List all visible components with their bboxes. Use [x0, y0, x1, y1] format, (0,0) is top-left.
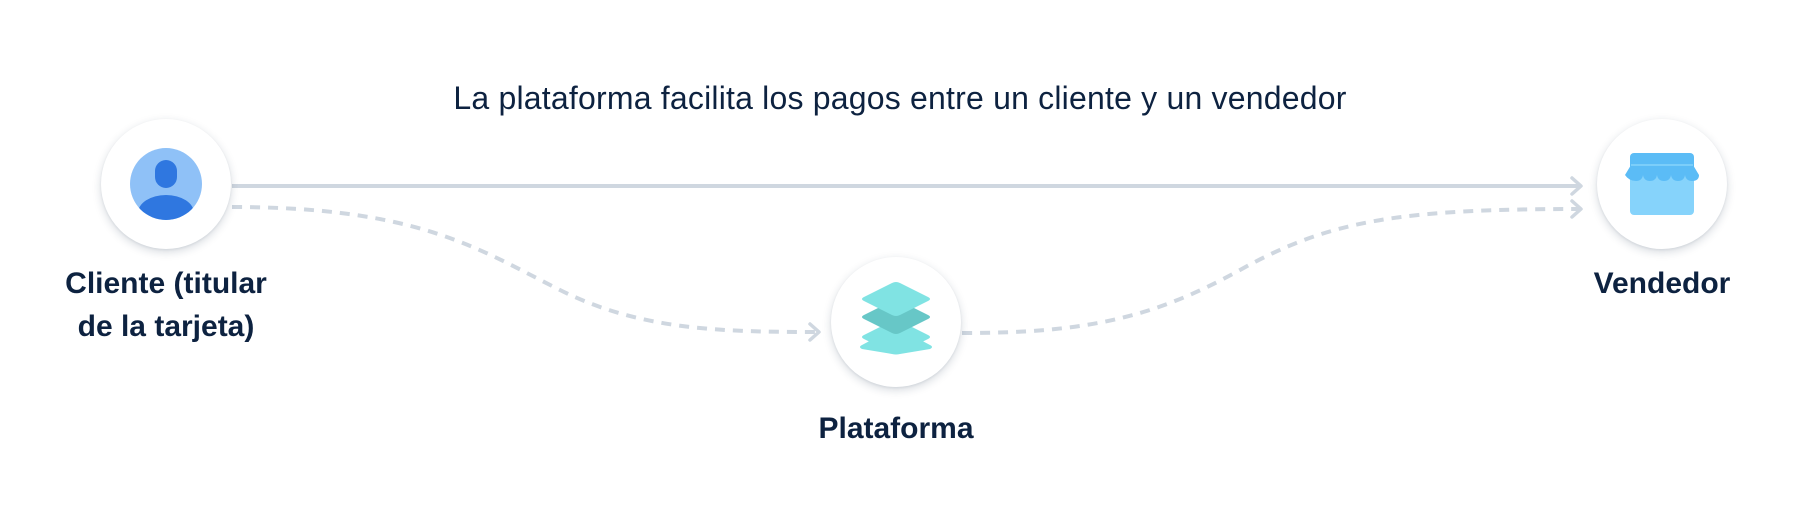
diagram-title: La plataforma facilita los pagos entre u…	[453, 80, 1347, 116]
client-node	[101, 119, 231, 249]
platform-to-vendor-arrowhead	[1570, 199, 1583, 219]
storefront-icon	[1625, 153, 1699, 215]
client-label: Cliente (titular de la tarjeta)	[36, 262, 296, 348]
client-label-line1: Cliente (titular	[65, 267, 267, 300]
client-to-platform-flow	[231, 205, 819, 334]
platform-node	[831, 257, 961, 387]
vendor-label: Vendedor	[1593, 267, 1731, 300]
user-icon	[130, 148, 202, 220]
layers-icon	[860, 282, 932, 355]
platform-label: Plataforma	[818, 412, 974, 445]
vendor-node	[1597, 119, 1727, 249]
client-label-line2: de la tarjeta)	[77, 310, 255, 343]
platform-to-vendor-flow	[961, 207, 1581, 335]
direct-flow-arrowhead	[1570, 176, 1583, 196]
client-to-platform-arrowhead	[808, 322, 821, 342]
